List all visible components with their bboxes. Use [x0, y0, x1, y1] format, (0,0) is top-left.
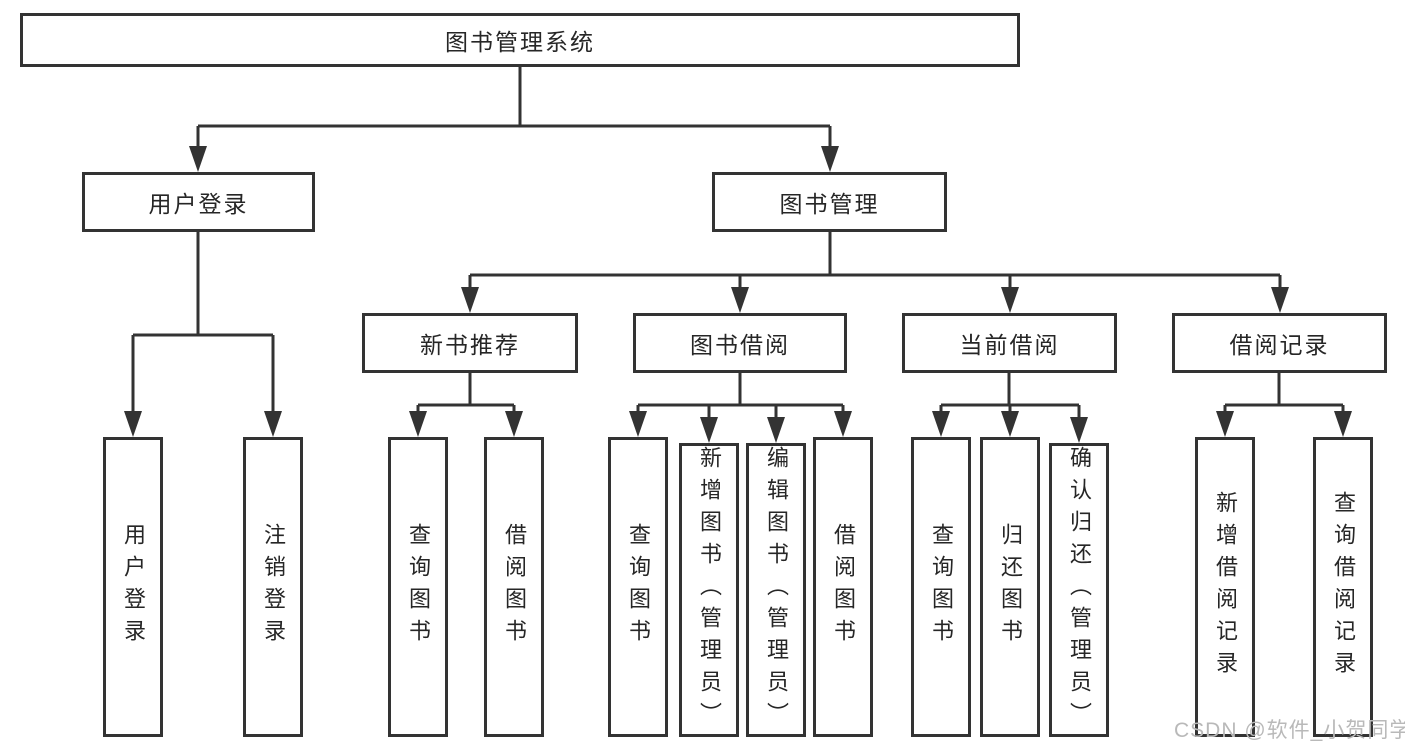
connector-user-login-children [124, 232, 282, 437]
leaf-bb-borrow-books: 借阅图书 [813, 437, 873, 737]
leaf-cb-return-books-label: 归还图书 [998, 523, 1023, 651]
connector-borrow-records-children [1216, 373, 1352, 437]
leaf-bb-add-books-admin: 新增图书（管理员） [679, 443, 739, 737]
connector-current-borrow-children [932, 373, 1088, 443]
node-current-borrowing: 当前借阅 [902, 313, 1117, 373]
leaf-cb-return-books: 归还图书 [980, 437, 1040, 737]
leaf-br-query-record-label: 查询借阅记录 [1331, 491, 1356, 683]
leaf-cb-confirm-return-admin: 确认归还（管理员） [1049, 443, 1109, 737]
node-new-book-recommend-label: 新书推荐 [420, 332, 520, 358]
leaf-rec-borrow-books-label: 借阅图书 [502, 523, 527, 651]
node-user-login-label: 用户登录 [148, 191, 249, 217]
csdn-watermark: CSDN @软件_小贺同学 [1174, 719, 1405, 742]
node-book-management-label: 图书管理 [779, 191, 880, 217]
connector-book-borrow-children [629, 373, 852, 443]
leaf-bb-query-books: 查询图书 [608, 437, 668, 737]
leaf-br-add-record-label: 新增借阅记录 [1213, 491, 1238, 683]
leaf-user-login: 用户登录 [103, 437, 163, 737]
leaf-logout: 注销登录 [243, 437, 303, 737]
leaf-bb-query-books-label: 查询图书 [626, 523, 651, 651]
leaf-br-add-record: 新增借阅记录 [1195, 437, 1255, 737]
node-borrow-records-label: 借阅记录 [1229, 332, 1330, 358]
leaf-bb-add-books-admin-label: 新增图书（管理员） [697, 446, 722, 734]
node-current-borrowing-label: 当前借阅 [959, 332, 1060, 358]
node-new-book-recommend: 新书推荐 [362, 313, 578, 373]
node-book-borrowing-label: 图书借阅 [690, 332, 790, 358]
leaf-cb-query-books-label: 查询图书 [929, 523, 954, 651]
leaf-cb-confirm-return-admin-label: 确认归还（管理员） [1067, 446, 1092, 734]
leaf-bb-edit-books-admin: 编辑图书（管理员） [746, 443, 806, 737]
node-borrow-records: 借阅记录 [1172, 313, 1387, 373]
leaf-rec-borrow-books: 借阅图书 [484, 437, 544, 737]
node-root-system-label: 图书管理系统 [445, 29, 595, 55]
leaf-bb-borrow-books-label: 借阅图书 [831, 523, 856, 651]
leaf-logout-label: 注销登录 [261, 523, 286, 651]
connector-root-to-level2 [189, 67, 839, 172]
leaf-br-query-record: 查询借阅记录 [1313, 437, 1373, 737]
leaf-user-login-label: 用户登录 [121, 523, 146, 651]
leaf-rec-query-books: 查询图书 [388, 437, 448, 737]
leaf-cb-query-books: 查询图书 [911, 437, 971, 737]
connector-new-book-rec-children [409, 373, 523, 437]
connector-book-mgmt-children [461, 232, 1289, 313]
node-user-login: 用户登录 [82, 172, 315, 232]
node-book-management: 图书管理 [712, 172, 947, 232]
leaf-bb-edit-books-admin-label: 编辑图书（管理员） [764, 446, 789, 734]
leaf-rec-query-books-label: 查询图书 [406, 523, 431, 651]
node-root-system: 图书管理系统 [20, 13, 1020, 67]
node-book-borrowing: 图书借阅 [633, 313, 847, 373]
